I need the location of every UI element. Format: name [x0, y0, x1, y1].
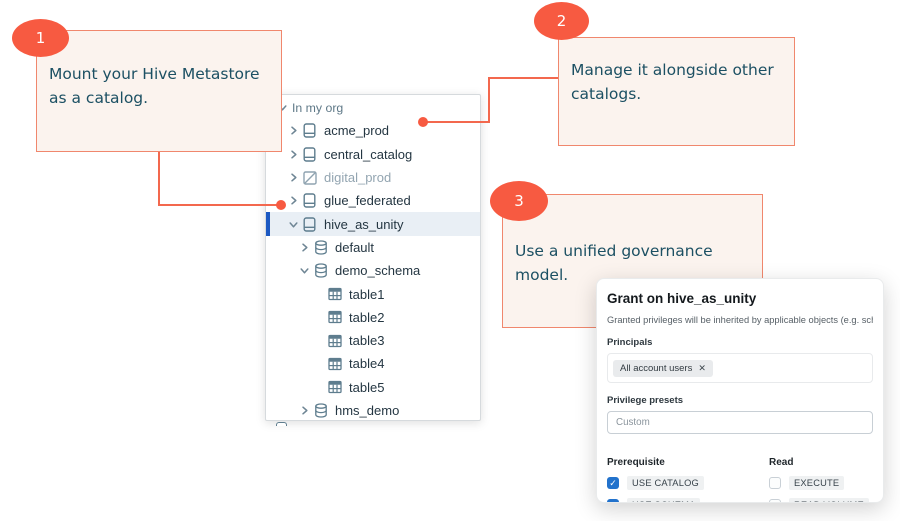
connector-2-dot — [418, 117, 428, 127]
tree-item-label: table2 — [349, 309, 385, 325]
callout-step-2-text: Manage it alongside other catalogs. — [571, 61, 774, 104]
principals-input[interactable]: All account users ✕ — [607, 353, 873, 383]
tree-item-table5[interactable]: table5 — [266, 376, 480, 399]
remove-chip-icon[interactable]: ✕ — [698, 362, 706, 373]
privilege-label: EXECUTE — [789, 476, 845, 490]
grant-dialog: Grant on hive_as_unity Granted privilege… — [596, 278, 884, 503]
tree-item-label: table3 — [349, 333, 385, 349]
privilege-columns: Prerequisite ✓ USE CATALOG ✓ USE SCHEMA ReadE… — [607, 457, 873, 502]
tree-item-central_catalog[interactable]: central_catalog — [266, 143, 480, 166]
privilege-group-header: Prerequisite — [607, 457, 665, 468]
privilege-option-read-volume: READ VOLUME — [769, 498, 873, 502]
privilege-option-use-catalog: ✓ USE CATALOG — [607, 476, 769, 490]
catalog-icon — [303, 193, 318, 209]
checkbox-unchecked[interactable] — [769, 499, 781, 502]
callout-step-1: Mount your Hive Metastore as a catalog. — [36, 30, 282, 152]
table-icon — [328, 287, 343, 301]
dialog-title: Grant on hive_as_unity — [607, 291, 757, 306]
principal-chip-label: All account users — [620, 362, 693, 374]
dialog-subtitle: Granted privileges will be inherited by … — [607, 315, 873, 325]
catalog-foreign-icon — [303, 170, 318, 185]
chevron-right-icon[interactable] — [300, 243, 309, 252]
principal-chip[interactable]: All account users ✕ — [613, 359, 713, 377]
table-icon — [328, 380, 343, 394]
privilege-presets-value: Custom — [616, 417, 650, 428]
callout-step-3-text: Use a unified governance model. — [515, 242, 713, 285]
schema-icon — [314, 403, 329, 418]
privilege-group-prerequisite: Prerequisite ✓ USE CATALOG ✓ USE SCHEMA — [607, 457, 769, 502]
tree-item-table4[interactable]: table4 — [266, 352, 480, 375]
tree-item-label: default — [335, 239, 375, 255]
schema-icon — [314, 263, 329, 278]
connector-1-vertical — [158, 152, 160, 205]
tree-item-digital_prod[interactable]: digital_prod — [266, 166, 480, 189]
catalog-icon — [303, 123, 318, 139]
privilege-presets-label: Privilege presets — [607, 395, 684, 406]
tree-item-table2[interactable]: table2 — [266, 306, 480, 329]
privilege-option-use-schema: ✓ USE SCHEMA — [607, 498, 769, 502]
privilege-label: USE SCHEMA — [627, 498, 701, 502]
tree-item-table1[interactable]: table1 — [266, 282, 480, 305]
checkbox-unchecked[interactable] — [769, 477, 781, 489]
catalog-icon — [303, 147, 318, 162]
connector-1-horizontal — [158, 204, 282, 206]
table-icon — [328, 334, 343, 348]
privilege-label: READ VOLUME — [789, 498, 869, 502]
tree-item-label: glue_federated — [324, 193, 411, 209]
catalog-icon — [303, 216, 318, 232]
privilege-label: USE CATALOG — [627, 476, 704, 490]
tree-item-table3[interactable]: table3 — [266, 329, 480, 352]
tree-item-label: In my org — [292, 100, 344, 115]
partial-catalog-icon — [276, 422, 287, 426]
chevron-right-icon[interactable] — [289, 173, 298, 182]
tree-item-label: central_catalog — [324, 146, 413, 162]
tree-item-acme_prod[interactable]: acme_prod — [266, 119, 480, 142]
tree-item-in-my-org[interactable]: In my org — [266, 96, 480, 119]
chevron-right-icon[interactable] — [289, 126, 298, 135]
chevron-down-icon[interactable] — [289, 220, 298, 229]
tree-item-glue_federated[interactable]: glue_federated — [266, 189, 480, 212]
checkbox-checked[interactable]: ✓ — [607, 499, 619, 502]
privilege-group-header: Read — [769, 457, 794, 468]
tree-item-demo_schema[interactable]: demo_schema — [266, 259, 480, 282]
table-icon — [328, 310, 343, 324]
checkbox-checked[interactable]: ✓ — [607, 477, 619, 489]
chevron-down-icon[interactable] — [300, 266, 309, 275]
tree-item-label: table1 — [349, 286, 385, 302]
connector-1-dot — [276, 200, 286, 210]
chevron-right-icon[interactable] — [289, 150, 298, 159]
tree-item-hive_as_unity[interactable]: hive_as_unity — [266, 212, 480, 236]
tree-item-label: hms_demo — [335, 403, 400, 418]
connector-2-horizontal-b — [488, 77, 558, 79]
connector-2-vertical — [488, 77, 490, 123]
table-icon — [328, 357, 343, 371]
tree-item-label: table4 — [349, 356, 385, 372]
privilege-presets-input[interactable]: Custom — [607, 411, 873, 434]
privilege-option-execute: EXECUTE — [769, 476, 873, 490]
callout-step-1-text: Mount your Hive Metastore as a catalog. — [49, 65, 260, 108]
principals-label: Principals — [607, 337, 653, 348]
step-3-badge: 3 — [490, 181, 548, 221]
tree-item-label: acme_prod — [324, 123, 390, 139]
chevron-right-icon[interactable] — [289, 196, 298, 205]
tree-item-label: demo_schema — [335, 263, 421, 279]
callout-step-2: Manage it alongside other catalogs. — [558, 37, 795, 146]
chevron-right-icon[interactable] — [300, 406, 309, 415]
tree-item-label: table5 — [349, 379, 385, 395]
tree-item-hms_demo[interactable]: hms_demo — [266, 399, 480, 420]
step-2-badge: 2 — [534, 2, 589, 40]
tree-item-default[interactable]: default — [266, 236, 480, 259]
schema-icon — [314, 240, 329, 255]
connector-2-horizontal-a — [423, 121, 490, 123]
tree-item-label: digital_prod — [324, 170, 392, 186]
step-1-badge: 1 — [12, 19, 69, 57]
tree-item-label: hive_as_unity — [324, 216, 404, 232]
